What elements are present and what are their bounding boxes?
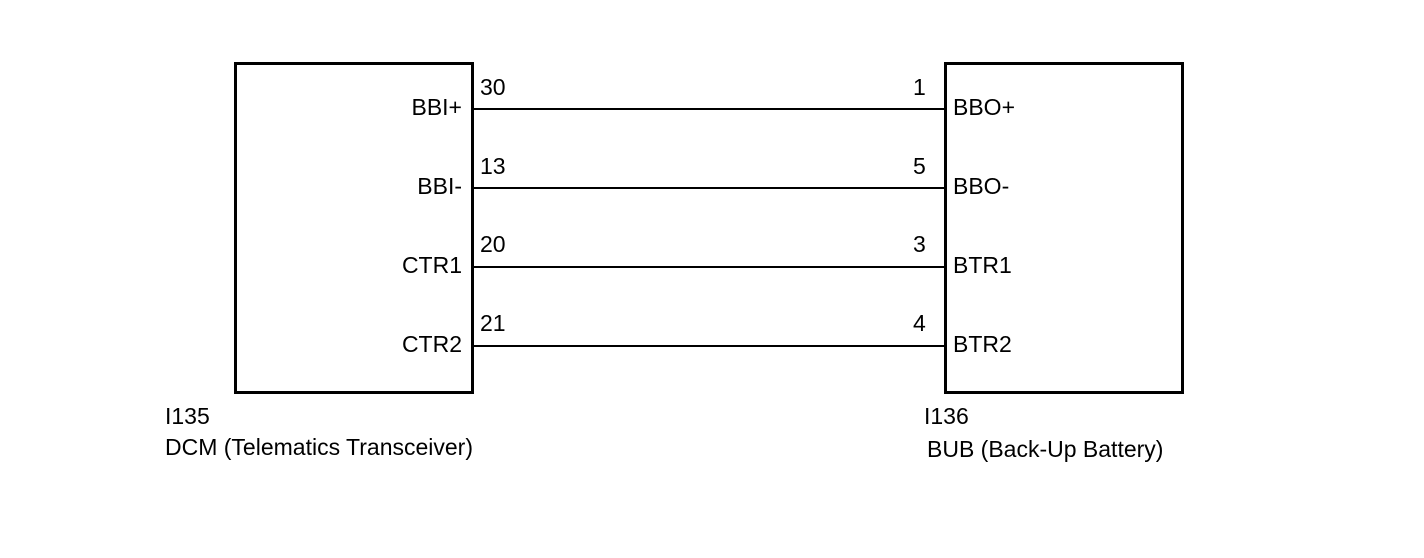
wire-4 [474,345,944,347]
bub-connector-code: I136 [924,403,969,429]
left-pin-label: BBI- [417,173,462,199]
dcm-component-box [234,62,474,394]
right-pin-label: BTR1 [953,252,1012,278]
left-pin-label: BBI+ [411,94,462,120]
right-pin-number: 1 [913,74,926,100]
wire-3 [474,266,944,268]
left-pin-number: 20 [480,231,506,257]
left-pin-label: CTR1 [401,252,462,278]
right-pin-label: BTR2 [953,331,1012,357]
right-pin-label: BBO+ [953,94,1016,120]
wire-2 [474,187,944,189]
right-pin-label: BBO- [953,173,1010,199]
left-pin-number: 21 [480,310,506,336]
right-pin-number: 3 [913,231,926,257]
left-pin-number: 13 [480,153,506,179]
right-pin-number: 4 [913,310,926,336]
left-pin-label: CTR2 [401,331,462,357]
dcm-component-name: DCM (Telematics Transceiver) [165,434,473,460]
bub-component-name: BUB (Back-Up Battery) [927,436,1164,462]
wire-1 [474,108,944,110]
bub-component-box [944,62,1184,394]
right-pin-number: 5 [913,153,926,179]
left-pin-number: 30 [480,74,506,100]
dcm-connector-code: I135 [165,403,210,429]
